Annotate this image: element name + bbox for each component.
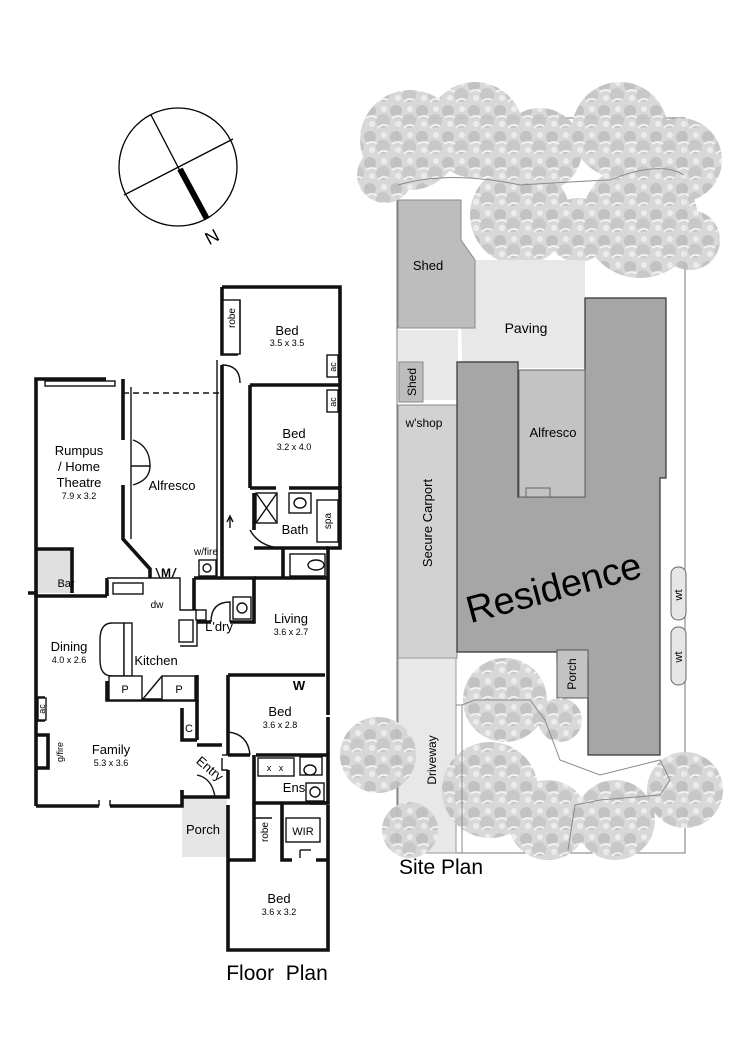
room-entry-name: Entry <box>193 753 226 784</box>
ac-label-bed2: ac <box>328 397 338 407</box>
site-shed-label: Shed <box>413 258 443 273</box>
room-dining-dims: 4.0 x 2.6 <box>52 655 87 665</box>
room-wir-name: WIR <box>292 826 313 838</box>
north-label: N <box>202 225 223 249</box>
ac-label-family: ac <box>37 704 47 714</box>
room-bed-3-name: Bed <box>268 704 291 719</box>
pantry-label-1: P <box>121 684 128 696</box>
room-bed-4-name: Bed <box>267 891 290 906</box>
dw-label: dw <box>151 600 165 611</box>
robe-label-bed4: robe <box>260 822 271 842</box>
compass: N <box>118 107 238 249</box>
washer-label: W <box>293 678 306 693</box>
spa-label: spa <box>323 513 334 530</box>
site-wshop-label: w'shop <box>405 416 443 430</box>
room-bed-3-dims: 3.6 x 2.8 <box>263 720 298 730</box>
room-porch-name: Porch <box>186 822 220 837</box>
room-alfresco-name: Alfresco <box>149 478 196 493</box>
site-porch-label: Porch <box>565 658 579 689</box>
site-plan: Paving Shed Shed w'shop Secure Carport A… <box>340 82 723 879</box>
room-ensuite-name: Ens <box>283 780 306 795</box>
robe-label-bed1: robe <box>227 308 238 328</box>
room-dining-name: Dining <box>51 639 88 654</box>
pantry-label-2: P <box>175 684 182 696</box>
ens-x-label-2: x <box>279 763 284 773</box>
room-bed-2-dims: 3.2 x 4.0 <box>277 442 312 452</box>
room-rumpus-name-1: Rumpus <box>55 443 104 458</box>
room-family-name: Family <box>92 742 131 757</box>
room-bath-name: Bath <box>282 522 309 537</box>
room-bed-4-dims: 3.6 x 3.2 <box>262 907 297 917</box>
room-bed-1-dims: 3.5 x 3.5 <box>270 338 305 348</box>
site-paving-label: Paving <box>505 320 548 336</box>
bar-label: Bar <box>57 578 74 590</box>
room-living-name: Living <box>274 611 308 626</box>
room-family-dims: 5.3 x 3.6 <box>94 758 129 768</box>
site-shed-small-label: Shed <box>405 368 419 396</box>
site-water-tank-label-2: wt <box>673 652 685 664</box>
room-bed-1-name: Bed <box>275 323 298 338</box>
north-arrow <box>177 167 210 221</box>
ac-label-bed1: ac <box>328 362 338 372</box>
floor-plan-title: Floor Plan <box>226 962 328 985</box>
room-rumpus-dims: 7.9 x 3.2 <box>62 491 97 501</box>
room-rumpus-name-2: / Home <box>58 459 100 474</box>
room-living-dims: 3.6 x 2.7 <box>274 627 309 637</box>
floor-plan: Bed 3.5 x 3.5 Bed 3.2 x 4.0 Rumpus / Hom… <box>28 285 342 985</box>
gfire-label: g/fire <box>55 742 65 762</box>
room-kitchen-name: Kitchen <box>134 653 177 668</box>
site-carport-label: Secure Carport <box>420 479 435 568</box>
room-bed-2-name: Bed <box>282 426 305 441</box>
site-water-tank-label-1: wt <box>673 590 685 602</box>
cupboard-label: C <box>185 723 193 735</box>
site-alfresco-label: Alfresco <box>530 425 577 440</box>
front-trees <box>340 658 723 860</box>
site-driveway-label: Driveway <box>425 735 439 784</box>
rear-trees <box>357 82 722 278</box>
ens-x-label-1: x <box>267 763 272 773</box>
alfresco-m-label: M <box>161 566 171 580</box>
room-laundry-name: L'dry <box>205 619 233 634</box>
wfire-label: w/fire <box>193 547 218 558</box>
site-plan-title: Site Plan <box>399 856 483 879</box>
room-rumpus-name-3: Theatre <box>57 475 102 490</box>
